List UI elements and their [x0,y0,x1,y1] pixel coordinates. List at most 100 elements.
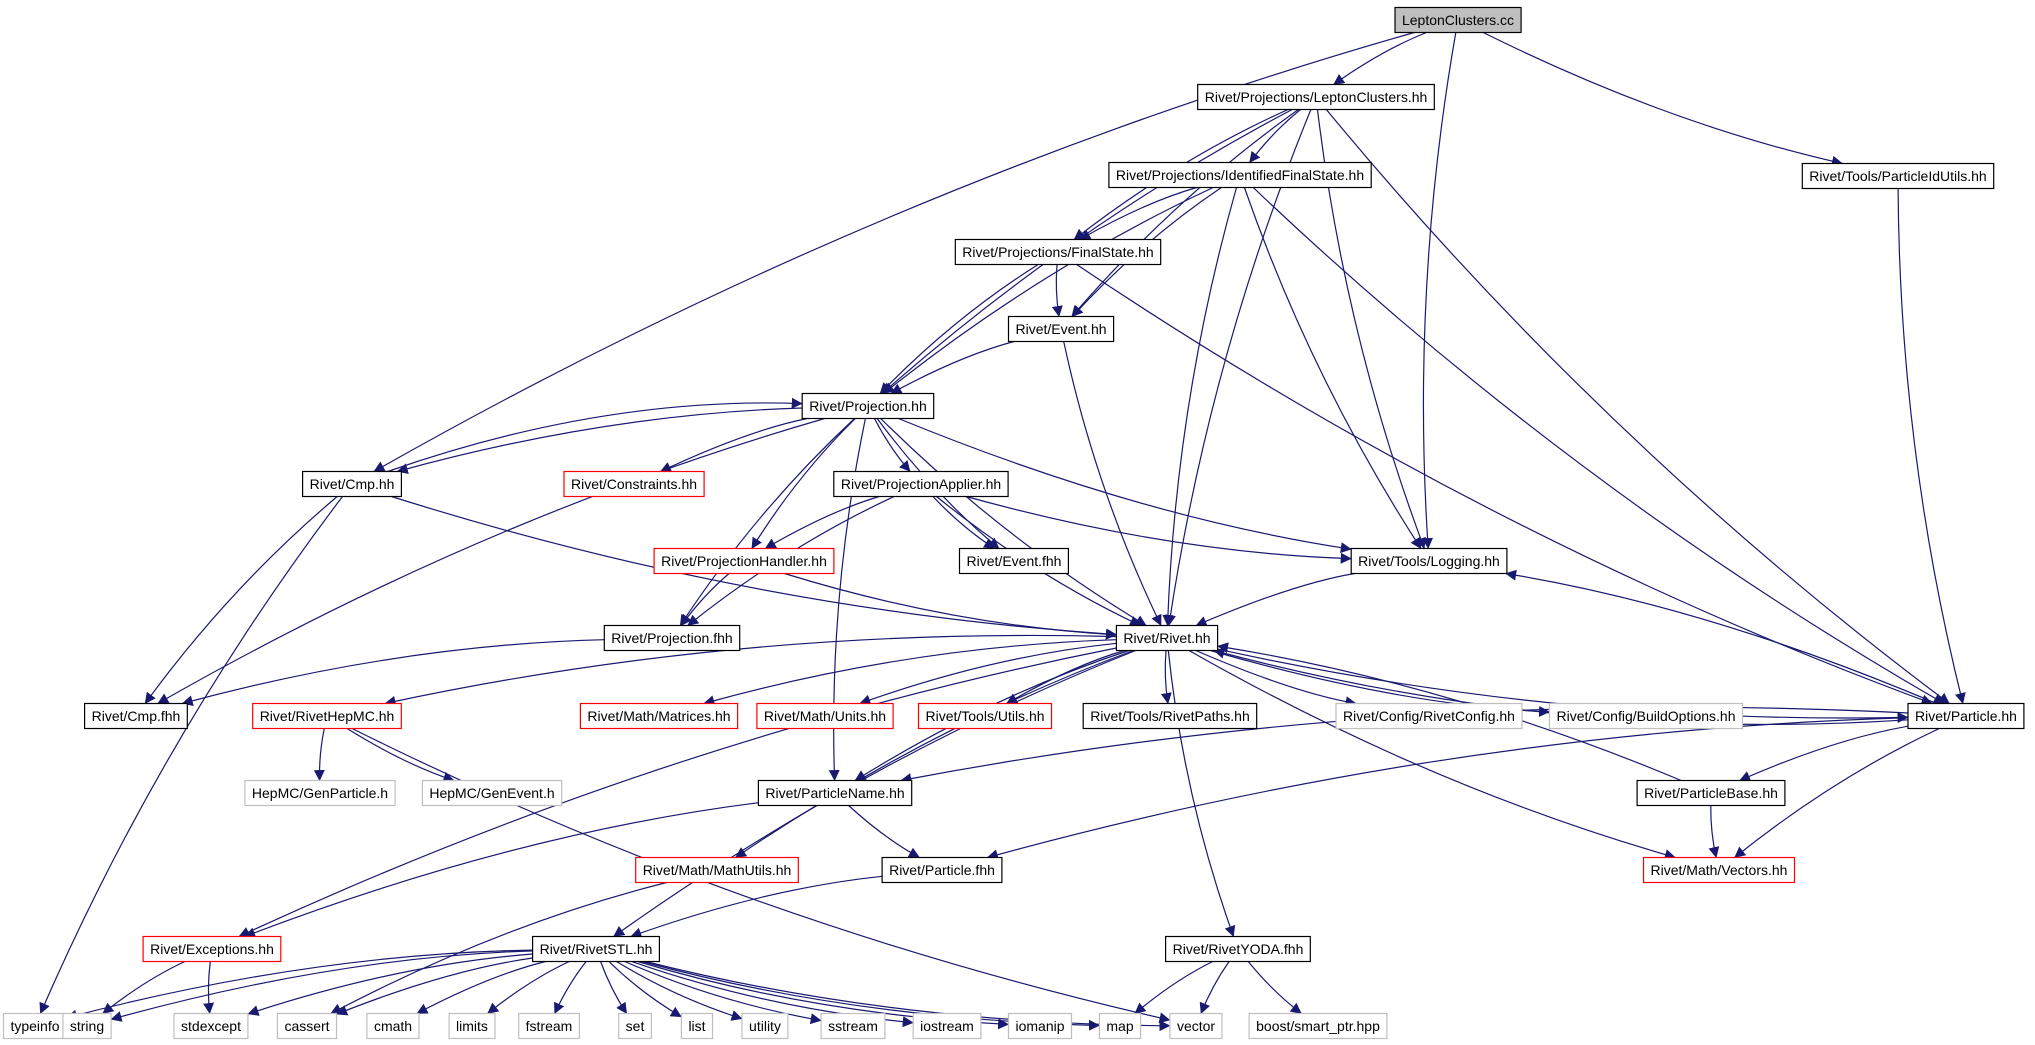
node-label: Rivet/Projections/IdentifiedFinalState.h… [1116,167,1364,183]
edge-rivet_hh-to-rivetpaths [1160,650,1172,705]
node-map: map [1098,1012,1142,1040]
edge-rivet_hh-to-rivetyoda [1167,650,1236,938]
edge-partid-to-particle_hh [1897,188,1966,705]
node-rivetyoda[interactable]: Rivet/RivetYODA.fhh [1164,935,1311,963]
edge-rivet_hh-to-rivetstl [613,649,1136,937]
node-label: Rivet/Math/MathUtils.hh [643,862,792,878]
node-cmp_hh[interactable]: Rivet/Cmp.hh [302,470,403,498]
node-genparticle: HepMC/GenParticle.h [244,779,396,807]
edge-rivet_hh-to-buildoptions [1210,649,1551,717]
edge-projapplier-to-logging [966,495,1352,564]
edge-particlename-to-exceptions [244,802,759,938]
node-label: Rivet/Tools/Utils.hh [925,708,1044,724]
edge-proj_lepton-to-event_hh [1071,109,1299,317]
node-label: Rivet/Event.fhh [967,553,1062,569]
edge-rivethepmc-to-genparticle [313,728,325,782]
node-logging[interactable]: Rivet/Tools/Logging.hh [1350,547,1508,575]
node-label: cmath [374,1018,412,1034]
node-box [448,1012,496,1040]
edge-rivetstl-to-string [110,950,533,1022]
node-constraints[interactable]: Rivet/Constraints.hh [563,470,705,498]
node-label: set [626,1018,645,1034]
node-exceptions[interactable]: Rivet/Exceptions.hh [142,935,282,963]
node-label: Rivet/ParticleBase.hh [1644,785,1778,801]
node-projhandler[interactable]: Rivet/ProjectionHandler.hh [653,547,835,575]
edge-particlebase-to-rivet_hh [1217,642,1682,782]
node-label: Rivet/Math/Vectors.hh [1651,862,1788,878]
edge-fs-to-particle_hh [1076,264,1933,706]
node-event_hh[interactable]: Rivet/Event.hh [1007,315,1115,343]
edge-cmp_hh-to-cmp_fhh [144,496,338,704]
node-label: Rivet/Tools/Logging.hh [1358,553,1500,569]
edge-rivet_hh-to-units [859,642,1117,706]
node-box [252,702,402,730]
node-box [917,702,1053,730]
node-idfs[interactable]: Rivet/Projections/IdentifiedFinalState.h… [1108,161,1372,189]
edge-particle_hh-to-logging [1505,569,1937,705]
node-fs[interactable]: Rivet/Projections/FinalState.hh [954,238,1162,266]
node-layer: LeptonClusters.ccRivet/Projections/Lepto… [2,6,2025,1040]
node-utils[interactable]: Rivet/Tools/Utils.hh [917,702,1053,730]
edge-rivetstl-to-utility [616,960,743,1021]
node-particle_fhh[interactable]: Rivet/Particle.fhh [881,856,1003,884]
edge-rivet_hh-to-rivetconfig [1195,649,1357,708]
edge-projection_hh-to-cmp_hh [396,407,803,475]
node-string: string [62,1012,112,1040]
edge-rivet_hh-to-utils [1006,649,1125,705]
node-particlebase[interactable]: Rivet/ParticleBase.hh [1636,779,1786,807]
node-box [881,856,1003,884]
node-box [173,1012,249,1040]
node-box [801,392,935,420]
edge-event_hh-to-rivet_hh [1063,341,1162,626]
edge-rivetstl-to-fstream [554,961,587,1014]
node-label: stdexcept [181,1018,241,1034]
node-matrices[interactable]: Rivet/Math/Matrices.hh [579,702,739,730]
node-genevent: HepMC/GenEvent.h [421,779,563,807]
node-label: typeinfo [10,1018,59,1034]
node-box [83,702,188,730]
node-box [563,470,705,498]
node-rivetstl[interactable]: Rivet/RivetSTL.hh [531,935,660,963]
edge-projection_hh-to-projapplier [873,418,911,472]
edge-idfs-to-rivet_hh [1162,187,1238,627]
edge-rivet_hh-to-mathutils [735,649,1134,858]
node-box [958,547,1070,575]
edge-event_hh-to-projection_hh [890,340,1015,395]
node-box [1248,1012,1388,1040]
node-partid[interactable]: Rivet/Tools/ParticleIdUtils.hh [1801,162,1995,190]
node-box [1108,161,1372,189]
node-rivetpaths[interactable]: Rivet/Tools/RivetPaths.hh [1082,702,1258,730]
node-box [366,1012,420,1040]
node-event_fhh[interactable]: Rivet/Event.fhh [958,547,1070,575]
edge-idfs-to-projection_hh [883,186,1214,394]
node-mathutils[interactable]: Rivet/Math/MathUtils.hh [635,856,799,884]
edge-rivetstl-to-cmath [416,960,546,1015]
node-particle_hh[interactable]: Rivet/Particle.hh [1907,702,2025,730]
node-label: Rivet/Math/Matrices.hh [587,708,730,724]
node-projection_hh[interactable]: Rivet/Projection.hh [801,392,935,420]
edge-lepton_cc-to-cmp_hh [373,31,1415,473]
edge-particle_fhh-to-rivetstl [630,875,883,939]
node-box [1642,856,1796,884]
node-label: Rivet/Math/Units.hh [764,708,886,724]
node-rivethepmc[interactable]: Rivet/RivetHepMC.hh [252,702,402,730]
node-rivet_hh[interactable]: Rivet/Rivet.hh [1115,624,1219,652]
node-box [1907,702,2025,730]
node-label: HepMC/GenParticle.h [252,785,388,801]
edge-rivetstl-to-list [608,961,682,1018]
node-limits: limits [448,1012,496,1040]
node-cmp_fhh[interactable]: Rivet/Cmp.fhh [83,702,188,730]
node-units[interactable]: Rivet/Math/Units.hh [756,702,894,730]
node-vectors[interactable]: Rivet/Math/Vectors.hh [1642,856,1796,884]
node-label: Rivet/Cmp.fhh [92,708,181,724]
node-projapplier[interactable]: Rivet/ProjectionApplier.hh [833,470,1009,498]
edge-projection_hh-to-cmp_fhh [157,417,825,705]
node-buildoptions: Rivet/Config/BuildOptions.hh [1548,702,1744,730]
node-projection_fhh[interactable]: Rivet/Projection.fhh [603,624,741,652]
node-particlename[interactable]: Rivet/ParticleName.hh [757,779,913,807]
node-lepton_cc[interactable]: LeptonClusters.cc [1394,6,1522,34]
node-box [1801,162,1995,190]
node-proj_lepton[interactable]: Rivet/Projections/LeptonClusters.hh [1197,83,1435,111]
node-box [820,1012,886,1040]
node-label: Rivet/RivetSTL.hh [540,941,653,957]
